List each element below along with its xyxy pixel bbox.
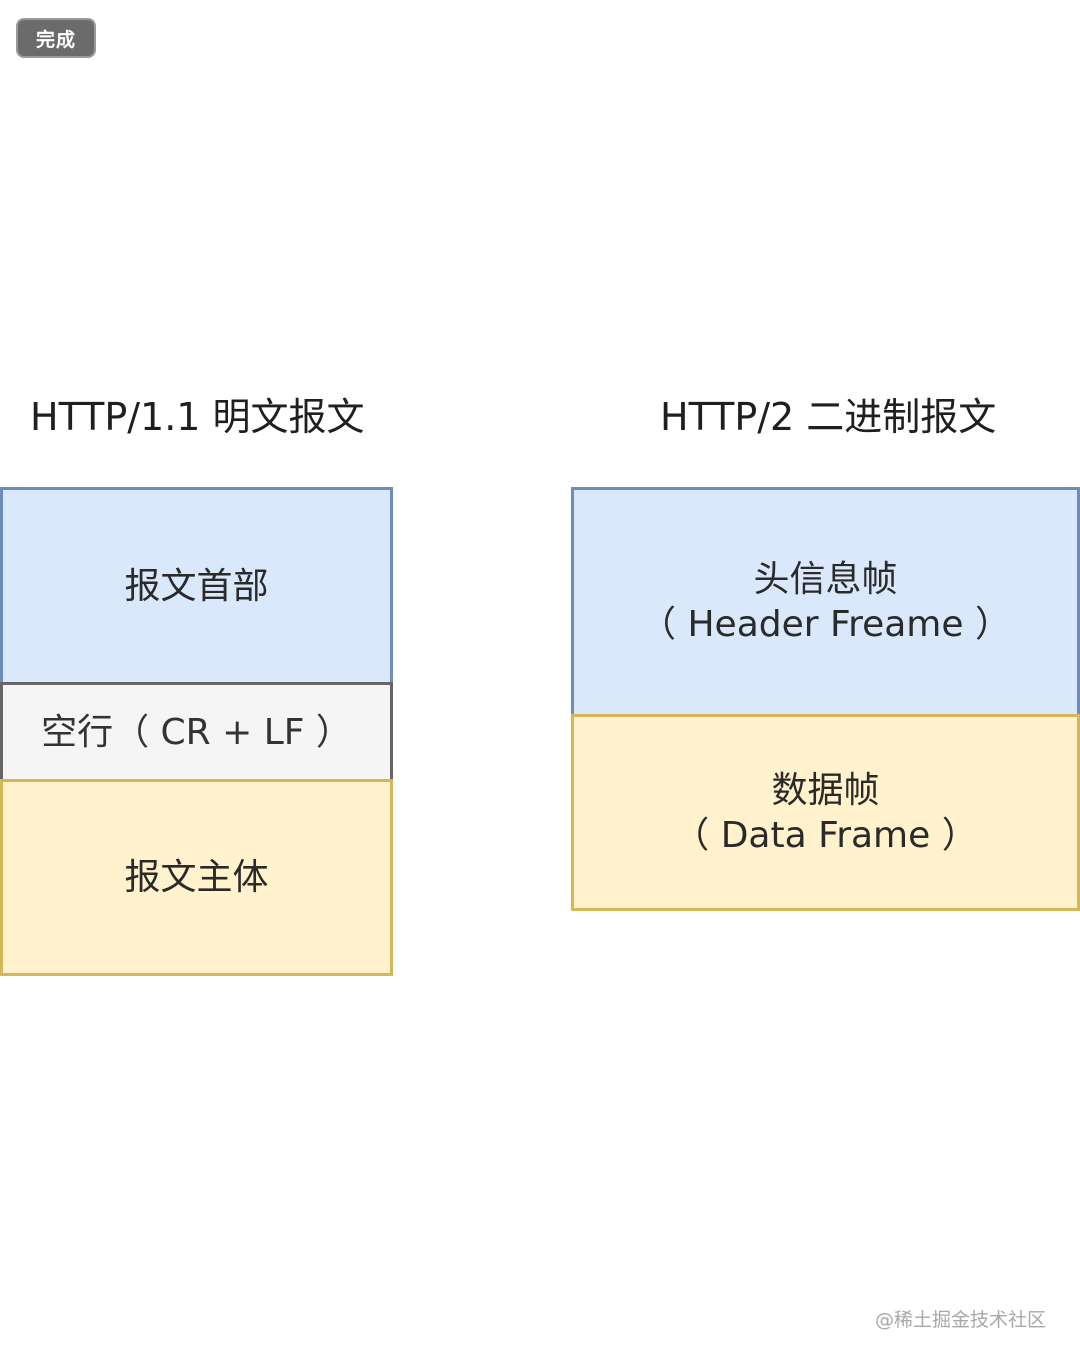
http1-header-label: 报文首部	[124, 565, 269, 607]
http2-data-frame-box: 数据帧 （ Data Frame ）	[571, 714, 1080, 911]
http2-data-frame-title: 数据帧	[771, 769, 880, 811]
http1-body-label: 报文主体	[124, 857, 269, 898]
done-button[interactable]: 完成	[16, 18, 96, 58]
watermark: @稀土掘金技术社区	[874, 1309, 1046, 1331]
http2-header-frame-subtitle: （ Header Freame ）	[640, 604, 1011, 645]
http1-blank-line-box: 空行（ CR + LF ）	[0, 682, 393, 782]
http2-header-frame-box: 头信息帧 （ Header Freame ）	[571, 487, 1080, 717]
http2-data-frame-subtitle: （ Data Frame ）	[673, 814, 978, 856]
http1-blank-line-label: 空行（ CR + LF ）	[41, 711, 352, 753]
http1-header-box: 报文首部	[0, 487, 393, 685]
http1-body-box: 报文主体	[0, 779, 393, 976]
http2-header-frame-title: 头信息帧	[753, 559, 898, 600]
http1-title: HTTP/1.1 明文报文	[30, 395, 365, 439]
http2-title: HTTP/2 二进制报文	[660, 395, 997, 439]
